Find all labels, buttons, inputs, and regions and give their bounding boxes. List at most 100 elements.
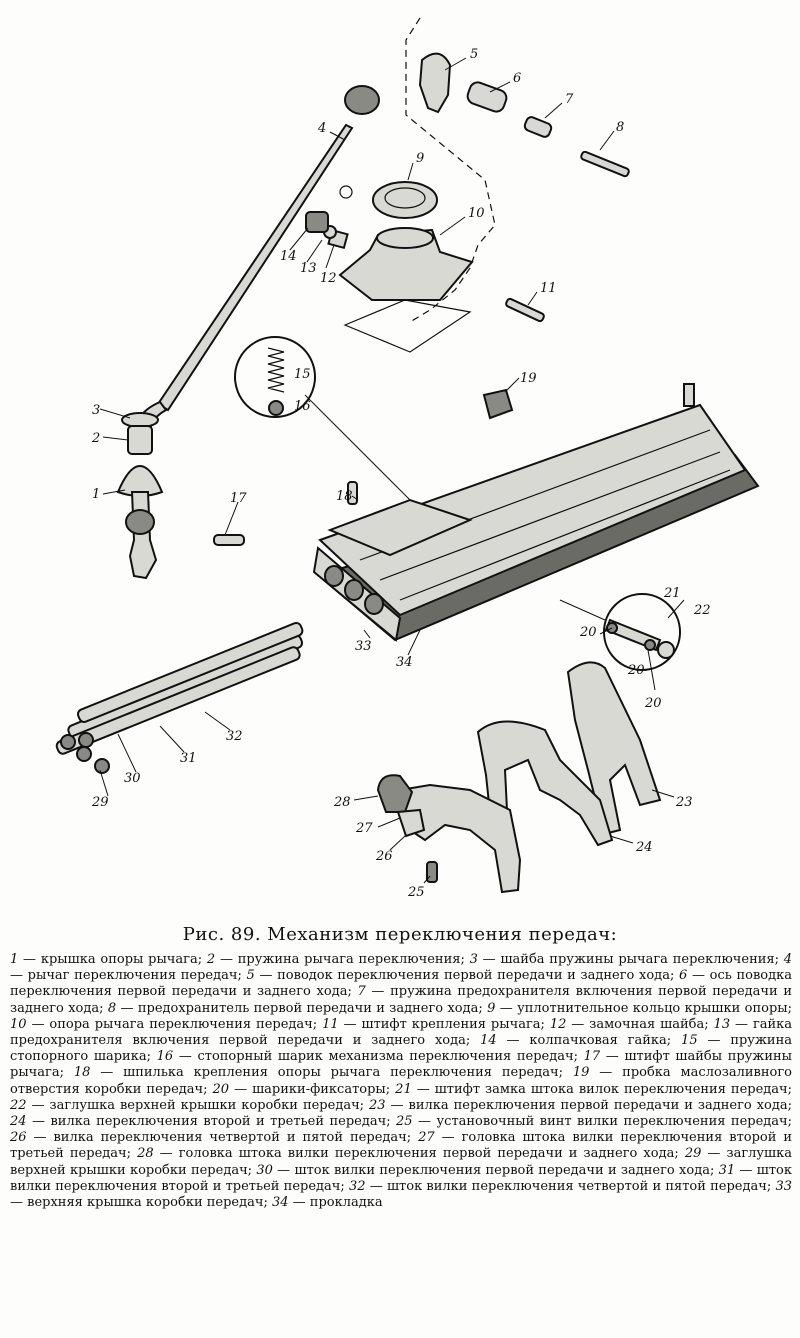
legend-item-text: шток вилки переключения первой передачи … [294, 1162, 710, 1178]
legend-item-text: опора рычага переключения передач [49, 1016, 313, 1032]
label-22: 22 [693, 603, 711, 618]
legend-item-number: 10 [10, 1016, 27, 1032]
legend-item-text: шток вилки переключения четвертой и пято… [386, 1178, 767, 1194]
legend-item-number: 24 [10, 1114, 27, 1130]
legend-item-number: 11 [322, 1016, 339, 1032]
fuse-spring-part-7 [523, 116, 553, 138]
legend-item: 16 — стопорный шарик механизма переключе… [156, 1049, 584, 1065]
label-10: 10 [468, 206, 485, 221]
label-16: 16 [294, 399, 311, 414]
cap-knob [344, 85, 380, 115]
legend-item: 7 — пружина предохранителя включения пер… [10, 984, 792, 1016]
legend-item-text: штифт замка штока вилок переключения пер… [434, 1081, 788, 1097]
legend-item: 17 — штифт шайбы пружины рычага; [10, 1049, 792, 1081]
legend-item-text: головка штока вилки переключения второй … [10, 1130, 793, 1162]
legend-item-text: замочная шайба [589, 1016, 705, 1032]
legend-item-number: 22 [10, 1097, 27, 1113]
legend-item: 32 — шток вилки переключения четвертой и… [348, 1178, 776, 1194]
legend-item: 4 — рычаг переключения передач; [10, 952, 793, 984]
label-19: 19 [520, 371, 537, 386]
label-2: 2 [91, 431, 100, 446]
plug-part-29-a [60, 734, 76, 750]
legend-item-number: 5 [246, 968, 255, 984]
cap-nut-part-14 [305, 211, 329, 233]
legend-item-number: 17 [583, 1049, 601, 1065]
legend-item: 22 — заглушка верхней крышки коробки пер… [10, 1097, 370, 1113]
legend-item-text: вилка переключения первой передачи и зад… [408, 1097, 788, 1113]
lever-support-part-10 [338, 228, 474, 301]
stopper-ball-part-16 [268, 400, 284, 416]
legend-item: 34 — прокладка [271, 1195, 383, 1211]
seal-ring-part-9 [372, 181, 438, 219]
legend-item-number: 15 [681, 1033, 698, 1049]
label-9: 9 [416, 151, 424, 166]
legend-item-number: 13 [713, 1016, 731, 1032]
legend-item-number: 6 [679, 968, 688, 984]
label-15: 15 [294, 367, 311, 382]
label-34: 34 [396, 655, 413, 670]
ball-lead-line [559, 599, 606, 621]
legend-item-number: 34 [271, 1195, 289, 1211]
legend-item: 26 — вилка переключения четвертой и пято… [10, 1130, 419, 1146]
rod-upper [76, 621, 304, 723]
legend-item: 13 — гайка предохранителя включения перв… [10, 1016, 793, 1049]
legend-item-number: 19 [572, 1065, 590, 1081]
stopper-spring-part-15 [267, 347, 285, 393]
rod-part-30 [55, 646, 301, 755]
shift-lever-part-4 [156, 123, 354, 412]
legend-item: 33 — верхняя крышка коробки передач; [10, 1178, 793, 1211]
dashed-assembly-line [405, 17, 496, 323]
legend-item-number: 9 [487, 1000, 496, 1016]
small-ring [339, 185, 353, 199]
legend-item-number: 28 [137, 1146, 154, 1162]
set-screw-part-25 [426, 861, 438, 883]
label-33: 33 [355, 639, 372, 654]
figure-legend: 1 — крышка опоры рычага; 2 — пружина рыч… [10, 952, 792, 1211]
ball-part-20-b [644, 639, 656, 651]
legend-item: 6 — ось поводка переключения первой пере… [10, 968, 793, 1000]
legend-item-text: ось поводка переключения первой передачи… [10, 968, 793, 1000]
rod-hole-1 [324, 565, 344, 587]
legend-item-number: 25 [396, 1114, 413, 1130]
label-11: 11 [540, 281, 557, 296]
legend-item-text: уплотнительное кольцо крышки опоры [517, 1000, 788, 1016]
label-12: 12 [320, 271, 337, 286]
legend-item-number: 1 [10, 952, 19, 967]
legend-item-number: 21 [395, 1081, 412, 1097]
fork-part-24 [476, 720, 614, 847]
legend-item-text: штифт шайбы пружины рычага [10, 1049, 792, 1081]
oil-plug-part-19 [482, 388, 514, 420]
legend-item-text: шток вилки переключения второй и третьей… [10, 1162, 793, 1194]
legend-item-number: 7 [357, 984, 366, 1000]
plug-part-22 [657, 641, 675, 659]
label-23: 23 [675, 795, 693, 810]
label-4: 4 [317, 121, 326, 136]
legend-item-text: пружина рычага переключения [237, 952, 461, 967]
label-28: 28 [333, 795, 351, 810]
legend-item-text: установочный винт вилки переключения пер… [436, 1114, 788, 1130]
seal-ring-inner [384, 187, 426, 209]
legend-item-number: 26 [10, 1130, 27, 1146]
legend-item-number: 14 [480, 1033, 497, 1049]
legend-item: 8 — предохранитель первой передачи и зад… [107, 1000, 488, 1016]
label-32: 32 [226, 729, 243, 744]
legend-item: 29 — заглушка верхней крышки коробки пер… [10, 1146, 793, 1178]
legend-item-number: 3 [469, 952, 478, 967]
legend-item-number: 2 [206, 952, 216, 967]
label-29: 29 [91, 795, 109, 810]
label-17: 17 [230, 491, 247, 506]
label-20-a: 20 [579, 625, 597, 640]
legend-item-text: вилка переключения второй и третьей пере… [50, 1114, 387, 1130]
spring-washer-part-3 [121, 412, 159, 428]
legend-item-number: 23 [369, 1097, 386, 1113]
label-30: 30 [124, 771, 141, 786]
legend-item: 20 — шарики-фиксаторы; [212, 1081, 396, 1097]
legend-item: 23 — вилка переключения первой передачи … [369, 1097, 793, 1113]
legend-item-number: 16 [156, 1049, 174, 1065]
label-21: 21 [663, 586, 681, 601]
label-3: 3 [92, 403, 100, 418]
legend-item: 30 — шток вилки переключения первой пере… [256, 1162, 719, 1178]
legend-item: 3 — шайба пружины рычага переключения; [469, 952, 784, 967]
legend-item-text: шайба пружины рычага переключения [500, 952, 775, 967]
legend-item-text: крышка опоры рычага [40, 952, 198, 967]
